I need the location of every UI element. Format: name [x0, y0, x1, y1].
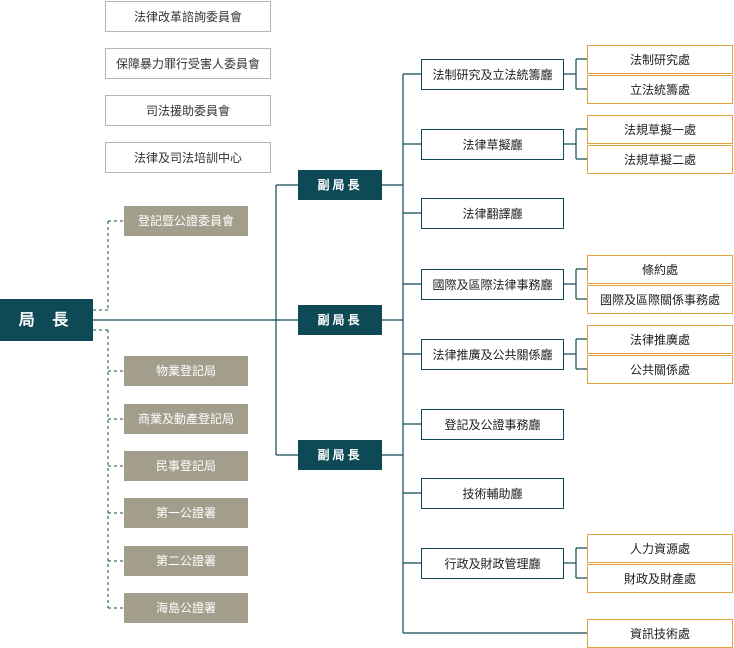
dept-legal-research: 法制研究及立法統籌廳 [421, 59, 564, 90]
committee-legal-aid: 司法援助委員會 [105, 95, 271, 126]
dept-registration-notary: 登記及公證事務廳 [421, 409, 564, 440]
deputy-box-3: 副局長 [298, 440, 382, 470]
registration-committee-box: 登記暨公證委員會 [124, 206, 248, 236]
div-finance-assets: 財政及財產處 [587, 564, 733, 593]
notary-second: 第二公證署 [124, 546, 248, 576]
dept-technical-support: 技術輔助廳 [421, 478, 564, 509]
div-treaty: 條約處 [587, 255, 733, 284]
bureau-civil: 民事登記局 [124, 451, 248, 481]
div-public-relations: 公共關係處 [587, 355, 733, 384]
div-it: 資訊技術處 [587, 619, 733, 648]
committee-training-centre: 法律及司法培訓中心 [105, 142, 271, 173]
dept-promotion: 法律推廣及公共關係廳 [421, 339, 564, 370]
div-international-relations: 國際及區際關係事務處 [587, 285, 733, 314]
chief-box: 局 長 [0, 299, 93, 341]
dept-international: 國際及區際法律事務廳 [421, 269, 564, 300]
div-drafting-2: 法規草擬二處 [587, 145, 733, 174]
div-legal-promotion: 法律推廣處 [587, 325, 733, 354]
div-drafting-1: 法規草擬一處 [587, 115, 733, 144]
committee-law-reform: 法律改革諮詢委員會 [105, 1, 271, 32]
committee-victims: 保障暴力罪行受害人委員會 [105, 48, 271, 79]
bureau-property: 物業登記局 [124, 356, 248, 386]
dept-legal-drafting: 法律草擬廳 [421, 129, 564, 160]
dept-admin-finance: 行政及財政管理廳 [421, 548, 564, 579]
notary-first: 第一公證署 [124, 498, 248, 528]
div-legal-research: 法制研究處 [587, 45, 733, 74]
dept-legal-translation: 法律翻譯廳 [421, 198, 564, 229]
notary-islands: 海島公證署 [124, 593, 248, 623]
deputy-box-1: 副局長 [298, 170, 382, 200]
deputy-box-2: 副局長 [298, 305, 382, 335]
div-human-resources: 人力資源處 [587, 534, 733, 563]
div-legislative-coordination: 立法統籌處 [587, 75, 733, 104]
bureau-commercial: 商業及動產登記局 [124, 404, 248, 434]
